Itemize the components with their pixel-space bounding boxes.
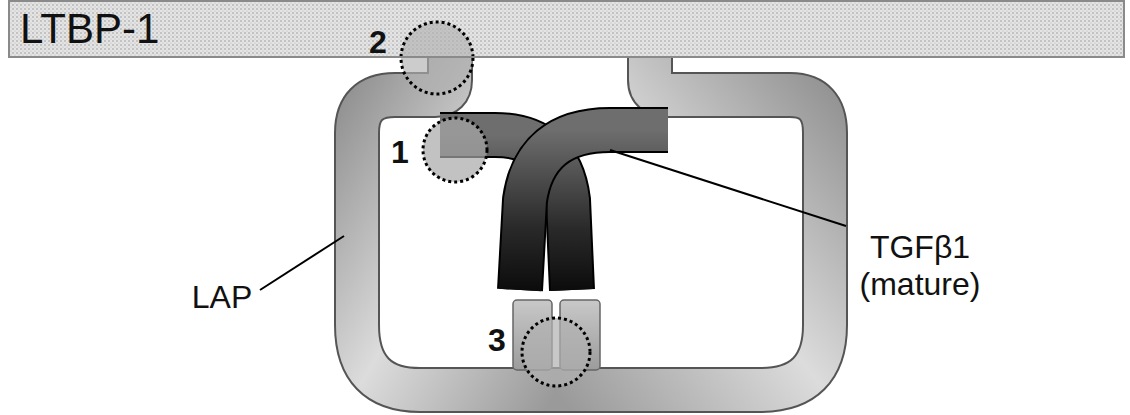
- callout-number: 2: [369, 24, 387, 61]
- ltbp-band-fill: [8, 0, 1125, 58]
- site-circle: [423, 118, 487, 182]
- site-circle: [401, 22, 473, 94]
- callout-number: 3: [488, 322, 506, 359]
- tgf-monomer-outline: [520, 130, 668, 290]
- part-label: TGFβ1 (mature): [845, 229, 995, 303]
- tgf-monomer: [520, 130, 668, 290]
- site-circle: [522, 318, 590, 386]
- leader-line: [260, 236, 344, 290]
- part-label: LAP: [192, 279, 252, 316]
- protein-name: LTBP-1: [10, 2, 1123, 56]
- leader-line: [610, 150, 846, 226]
- binding-protein-band: LTBP-1: [8, 0, 1125, 58]
- callout-number: 1: [391, 134, 409, 171]
